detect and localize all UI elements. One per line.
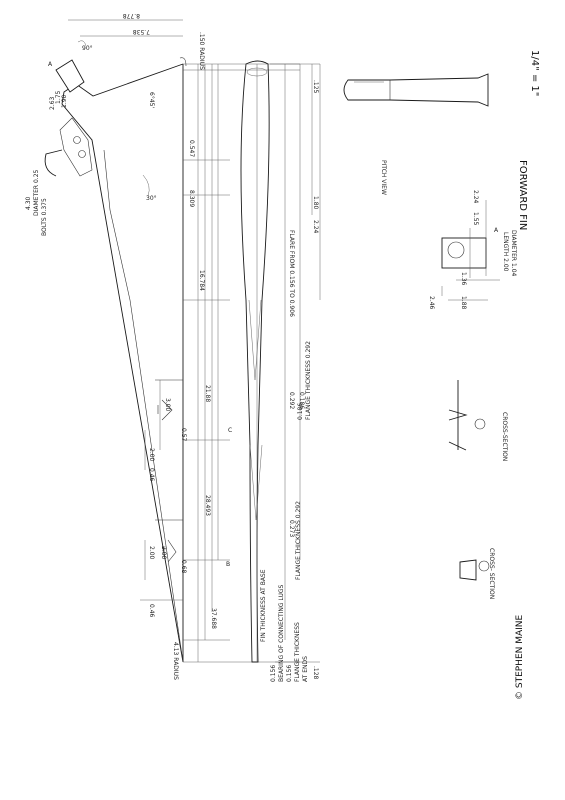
dim-text-263: 2.63 [49, 96, 56, 110]
note-n3: 0.156 [286, 665, 293, 682]
fin-leading-edge [61, 63, 184, 663]
cross-section-b-shape [459, 559, 477, 581]
note-base-thickness: FIN THICKNESS AT BASE [260, 569, 267, 642]
dim-text-6-45: 6°45' [148, 92, 155, 108]
dim-text-180: 1.80 [312, 196, 319, 210]
dimension-lines [68, 19, 300, 663]
section-c-text: C [228, 427, 232, 434]
bolt-hole-2 [78, 150, 86, 158]
dim-text-175: 1.75 [55, 90, 62, 104]
dim-text-224: 2.24 [312, 220, 319, 234]
dim-text-413-radius: 4.13 RADIUS [172, 642, 179, 680]
dim-text-200c: 2.00 [160, 546, 167, 560]
note-n1: 0.156 [270, 665, 277, 682]
dim-text-2188: 21.88 [204, 385, 211, 402]
cross-section-c [448, 380, 486, 451]
top-view-dims [270, 63, 321, 663]
section-b-text: B [226, 561, 230, 568]
section-b-profile [163, 539, 177, 563]
note-flange-b: FLANGE THICKNESS 0.292 [295, 501, 302, 580]
pin-text-224: 2.24 [472, 190, 479, 204]
pin-hole [447, 241, 465, 259]
fin-top-view [240, 60, 270, 663]
dim-text-150-radius: .150 RADIUS [198, 32, 205, 70]
cross-section-b [459, 559, 490, 581]
pitch-view [343, 73, 489, 107]
dim-text-0547: 0.547 [188, 140, 195, 157]
dim-text-430: 4.30 [25, 196, 32, 210]
dim-text-0273: 0.273 [288, 520, 295, 537]
pin-body [441, 237, 487, 269]
section-a-text: A [48, 61, 53, 68]
bolt-hole-1 [73, 136, 81, 144]
dim-text-7538: 7.538 [133, 28, 150, 35]
dim-text-bolts: BOLTS 0.375 [41, 198, 48, 236]
fin-top-outline [240, 60, 270, 663]
note-web-c: 0.186 [297, 403, 304, 420]
dim-text-0292: 0.292 [288, 392, 295, 409]
dim-text-068: 0.68 [180, 560, 187, 574]
dim-text-128: .128 [312, 666, 319, 680]
angle-arc-30 [142, 174, 150, 197]
fin-top-taper-1 [248, 299, 262, 381]
credit-text: © STEPHEN MAINE [515, 614, 525, 700]
note-n2: BEARING OF CONNECTING LUGS [278, 584, 285, 682]
dim-text-30deg: 30° [146, 195, 157, 202]
fin-profile [44, 40, 187, 663]
section-b-marker [478, 560, 490, 572]
cross-section-b-label: CROSS- SECTION [488, 548, 495, 599]
section-c-marker [474, 418, 486, 430]
pin-detail [441, 200, 500, 301]
dim-text-046b: 0.46 [148, 604, 155, 618]
dim-text-190: 1.90 [61, 94, 68, 108]
note-n4: FLANGE THICKNESS [294, 622, 301, 682]
note-flange-c: FLANGE THICKNESS 0.292 [305, 341, 312, 420]
dim-text-flare: FLARE FROM 0.156 TO 0.906 [288, 230, 295, 317]
dim-text-046a: 0.46 [148, 468, 155, 482]
pin-text-length: LENGTH 2.00 [502, 232, 509, 272]
dim-text-0186: 0.186 [298, 392, 305, 409]
dim-text-200b: 2.00 [148, 546, 155, 560]
pin-text-155: 1.55 [472, 212, 479, 226]
pin-text-246: 2.46 [428, 296, 435, 310]
pitch-view-label: PITCH VIEW [380, 160, 387, 195]
cross-section-c-shape [448, 380, 468, 451]
pitch-view-outline [343, 73, 489, 107]
pin-text-diameter: DIAMETER 1.04 [510, 230, 517, 277]
pin-text-188: 1.88 [460, 296, 467, 310]
dim-text-90deg: 90° [82, 45, 93, 52]
section-c-profile [157, 399, 173, 421]
dim-text-16784: 16.784 [198, 270, 205, 291]
hook-bracket [44, 149, 63, 177]
dim-text-diameter: DIAMETER 0.25 [33, 169, 40, 216]
dim-text-125: .125 [312, 80, 319, 94]
dim-text-057: 0.57 [180, 428, 187, 442]
mount-lug-lower [59, 117, 93, 177]
fin-inner-line [103, 149, 184, 663]
note-n5: AT ENDS [302, 656, 309, 682]
dim-text-8309: 8.309 [188, 190, 195, 207]
fin-top-taper-2 [249, 444, 263, 521]
dim-text-300: 3.00 [164, 398, 171, 412]
dim-text-200a: 2.00 [148, 448, 155, 462]
pin-text-a: A [494, 227, 499, 234]
pin-text-136: 1.36 [460, 272, 467, 286]
mount-lug-upper [55, 59, 85, 93]
dim-text-37688: 37.688 [210, 608, 217, 629]
angle-arc-90 [77, 40, 87, 47]
dim-text-28493: 28.493 [204, 495, 211, 516]
cross-section-c-label: CROSS-SECTION [501, 412, 508, 461]
drawing-title: FORWARD FIN [517, 160, 528, 230]
tip-radius [179, 57, 187, 67]
dim-text-8778: 8.778 [123, 12, 140, 19]
drawing-scale: 1/4" = 1" [529, 50, 540, 96]
